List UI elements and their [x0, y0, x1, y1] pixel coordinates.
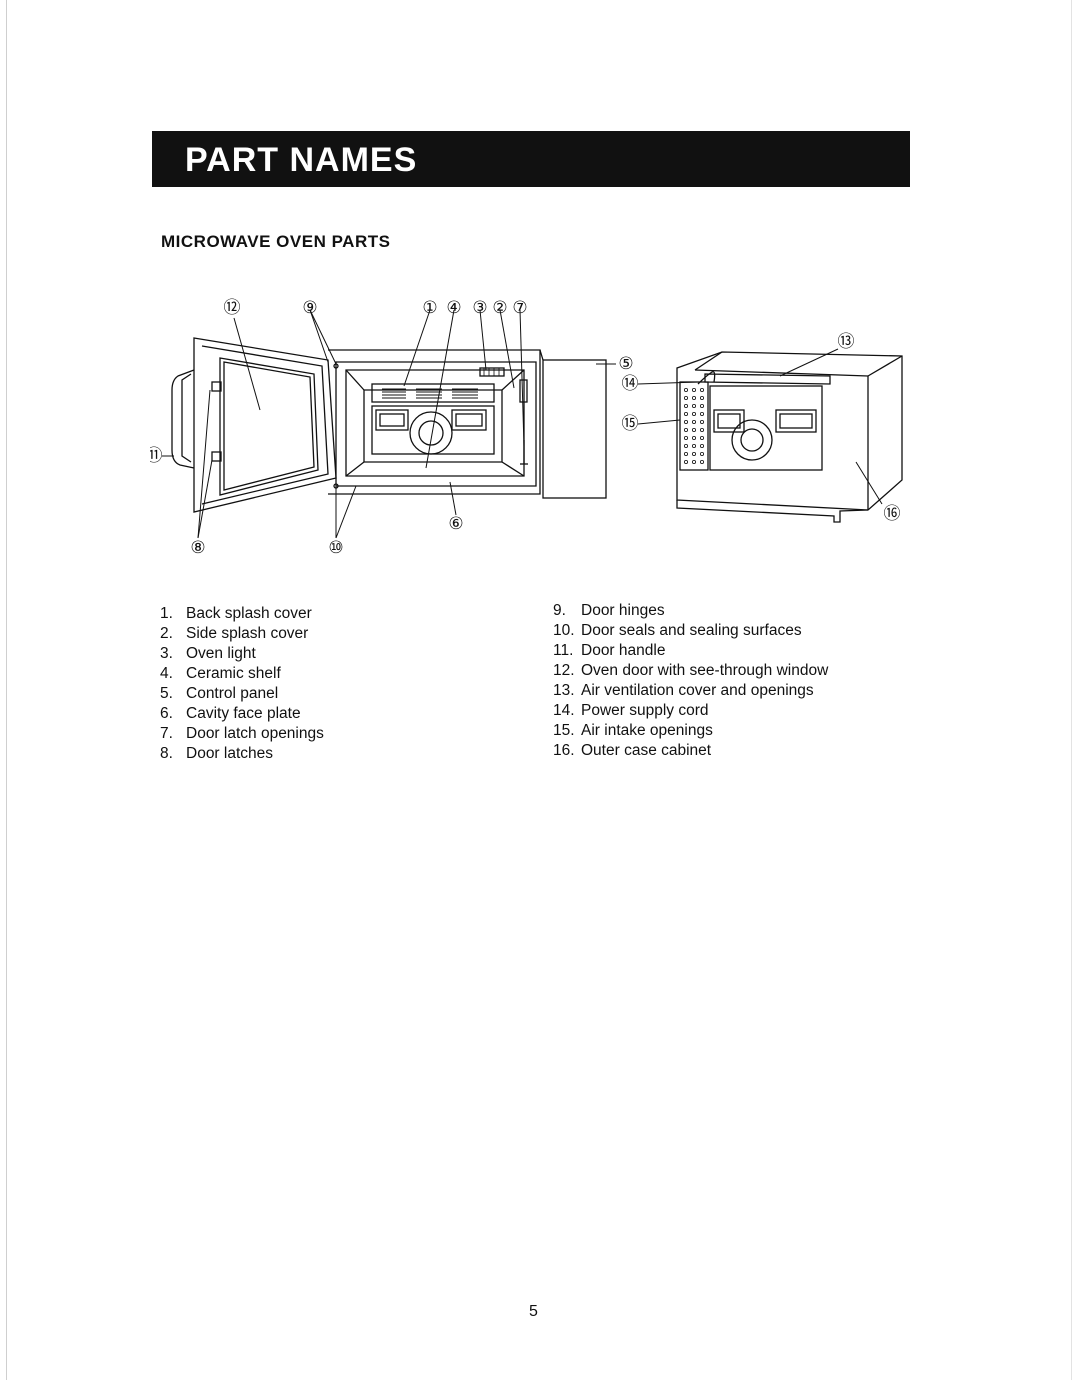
callout-5: ⑤ [618, 354, 633, 374]
title-banner [152, 131, 910, 187]
control-panel-shape [542, 359, 607, 499]
page-number: 5 [529, 1303, 538, 1320]
callout-16: ⑯ [884, 504, 901, 524]
door-latch-upper [211, 381, 222, 392]
list-item: 15.Air intake openings [553, 722, 713, 739]
list-item: 16.Outer case cabinet [553, 742, 712, 759]
callout-12: ⑫ [224, 298, 241, 318]
list-item: 12.Oven door with see-through window [553, 662, 829, 679]
list-item: 1.Back splash cover [160, 605, 312, 622]
callout-13: ⑬ [838, 332, 855, 352]
callout-14: ⑭ [622, 374, 639, 394]
parts-list-left: 1.Back splash cover 2.Side splash cover … [160, 604, 324, 764]
page-edge [6, 0, 7, 1380]
air-intake-panel [679, 381, 709, 471]
callout-6: ⑥ [448, 514, 463, 534]
door-handle-shape [171, 369, 195, 469]
air-ventilation-cover [704, 373, 831, 385]
list-item: 2.Side splash cover [160, 625, 309, 642]
door-shape [193, 337, 337, 513]
side-splash-cover [519, 379, 528, 403]
callout-2: ② [492, 298, 507, 318]
oven-light-grille [479, 367, 505, 377]
page-title: PART NAMES [185, 141, 418, 179]
callout-15: ⑮ [622, 414, 639, 434]
door-latch-lower [211, 451, 222, 462]
callout-4: ④ [446, 298, 461, 318]
list-item: 3.Oven light [160, 645, 256, 662]
list-item: 8.Door latches [160, 745, 274, 762]
callout-1: ① [422, 298, 437, 318]
callout-9: ⑨ [302, 298, 317, 318]
page-edge-right [1071, 0, 1072, 1380]
microwave-parts-diagram: ⑫ ⑨ ① ④ ③ ② ⑦ ⑤ ⑥ ⑧ ⑩ ⑪ ⑬ ⑭ ⑮ ⑯ [150, 298, 903, 558]
oven-cavity-shape [335, 361, 537, 487]
list-item: 9.Door hinges [553, 602, 665, 619]
list-item: 14.Power supply cord [553, 702, 709, 719]
list-item: 4.Ceramic shelf [160, 665, 281, 682]
callout-7: ⑦ [512, 298, 527, 318]
callout-11: ⑪ [150, 446, 163, 466]
oven-cabinet-shape [328, 349, 541, 495]
door-window-shape [219, 357, 319, 496]
list-item: 6.Cavity face plate [160, 705, 301, 722]
callout-10: ⑩ [328, 538, 343, 558]
section-heading: MICROWAVE OVEN PARTS [161, 232, 391, 251]
parts-list-right: 9.Door hinges 10.Door seals and sealing … [553, 601, 828, 761]
back-splash-cover [371, 383, 495, 403]
list-item: 10.Door seals and sealing surfaces [553, 622, 802, 639]
list-item: 5.Control panel [160, 685, 279, 702]
list-item: 7.Door latch openings [160, 725, 324, 742]
callout-3: ③ [472, 298, 487, 318]
power-supply-cord [697, 371, 716, 385]
turntable-ring [409, 411, 453, 455]
list-item: 13.Air ventilation cover and openings [553, 682, 814, 699]
callout-8: ⑧ [190, 538, 205, 558]
list-item: 11.Door handle [553, 642, 666, 659]
